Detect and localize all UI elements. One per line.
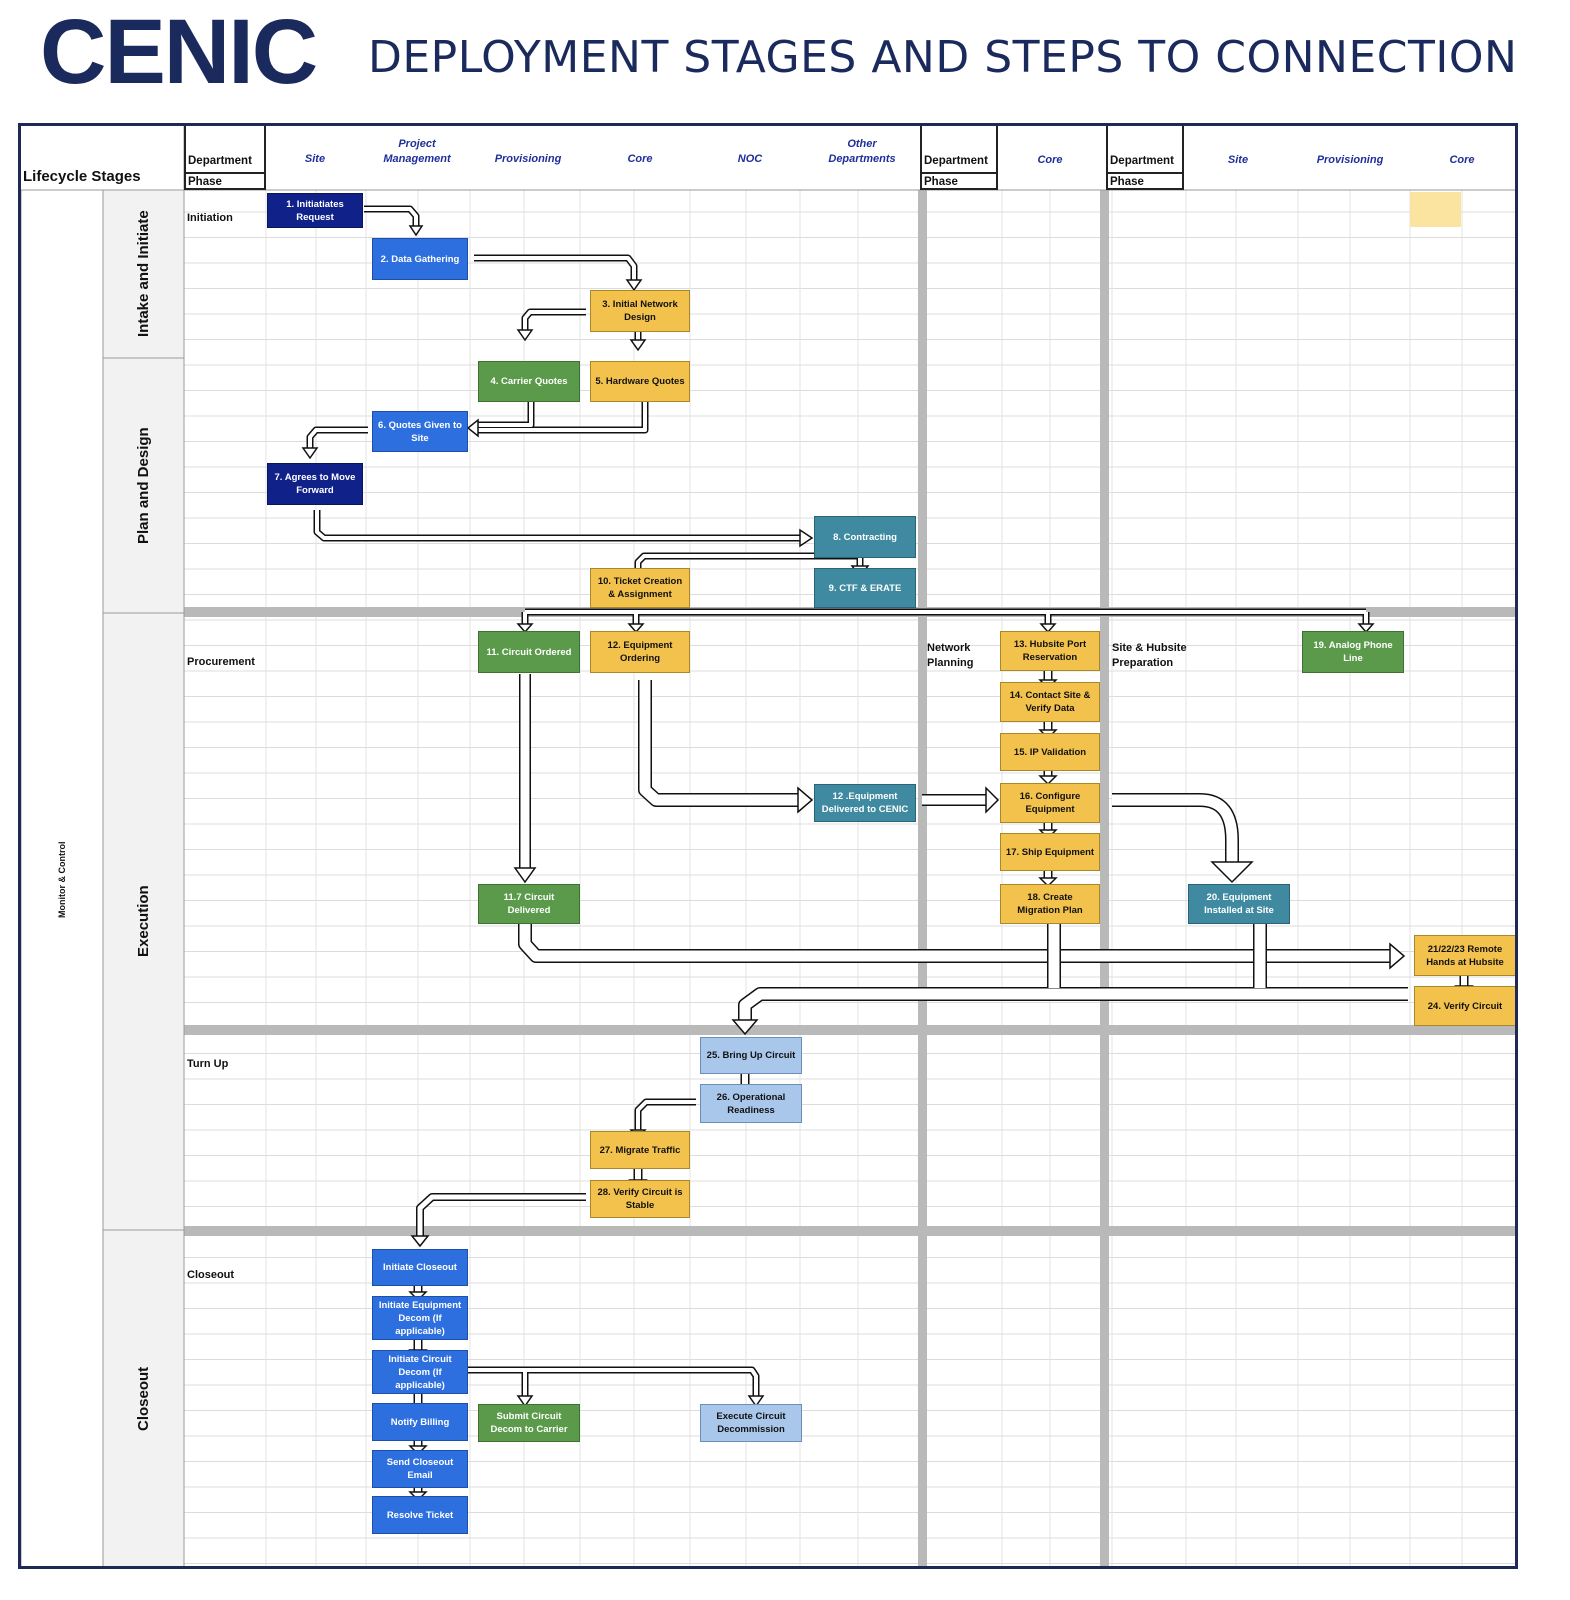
step-4-carrier-quotes: 4. Carrier Quotes: [478, 361, 580, 402]
step-21-23-remote-hands: 21/22/23 Remote Hands at Hubsite: [1414, 935, 1516, 976]
closeout-initiate-circuit-decom: Initiate Circuit Decom (If applicable): [372, 1350, 468, 1394]
step-26-operational-readiness: 26. Operational Readiness: [700, 1084, 802, 1123]
column-header-project-management: Project Management: [383, 138, 451, 165]
step-2-data-gathering: 2. Data Gathering: [372, 238, 468, 280]
step-9-ctf-erate: 9. CTF & ERATE: [814, 568, 916, 608]
arrowhead: [408, 225, 424, 237]
diagram-frame: [18, 123, 1518, 1569]
step-24-verify-circuit: 24. Verify Circuit: [1414, 986, 1516, 1026]
phase-label: Phase: [188, 176, 222, 188]
phase-label: Phase: [924, 176, 958, 188]
arrowhead: [985, 786, 1000, 814]
phase-label: Phase: [1110, 176, 1144, 188]
cenic-logo: CENIC: [40, 6, 340, 98]
step-12-equipment-delivered: 12 .Equipment Delivered to CENIC: [814, 784, 916, 822]
column-header-provisioning-2: Provisioning: [1316, 154, 1384, 166]
arrowhead: [797, 786, 814, 814]
arrowhead: [301, 447, 319, 460]
step-14-contact-site: 14. Contact Site & Verify Data: [1000, 682, 1100, 722]
lifecycle-stages-label: Lifecycle Stages: [23, 168, 141, 185]
column-header-provisioning: Provisioning: [494, 153, 562, 165]
step-6-quotes-given-to-site: 6. Quotes Given to Site: [372, 411, 468, 452]
column-header-core: Core: [627, 153, 653, 165]
closeout-initiate-equipment-decom: Initiate Equipment Decom (If applicable): [372, 1296, 468, 1340]
step-16-configure-equipment: 16. Configure Equipment: [1000, 783, 1100, 823]
phase-network-planning: Network Planning: [927, 642, 974, 669]
step-3-initial-network-design: 3. Initial Network Design: [590, 290, 690, 332]
arrowhead: [1038, 877, 1058, 888]
department-label: Department: [924, 155, 988, 167]
phase-closeout: Closeout: [187, 1269, 235, 1281]
step-25-bring-up-circuit: 25. Bring Up Circuit: [700, 1037, 802, 1074]
department-label: Department: [1110, 155, 1174, 167]
arrowhead: [1389, 942, 1406, 970]
step-10-ticket-creation: 10. Ticket Creation & Assignment: [590, 568, 690, 608]
arrowhead: [516, 623, 534, 634]
column-header-site: Site: [304, 153, 326, 165]
step-19-analog-phone-line: 19. Analog Phone Line: [1302, 631, 1404, 673]
step-1-initiates-request: 1. Initiatiates Request: [267, 193, 363, 228]
page-title: DEPLOYMENT STAGES AND STEPS TO CONNECTIO…: [368, 32, 1518, 83]
step-7-agrees-to-move-forward: 7. Agrees to Move Forward: [267, 463, 363, 505]
step-20-equipment-installed: 20. Equipment Installed at Site: [1188, 884, 1290, 924]
arrowhead: [627, 623, 645, 634]
arrowhead: [466, 418, 479, 438]
logo-text: CENIC: [40, 1, 318, 103]
arrowhead: [747, 1395, 765, 1408]
column-header-noc: NOC: [737, 153, 763, 165]
arrowhead: [1357, 623, 1375, 634]
step-11-7-circuit-delivered: 11.7 Circuit Delivered: [478, 884, 580, 924]
closeout-resolve-ticket: Resolve Ticket: [372, 1496, 468, 1534]
department-label: Department: [188, 155, 252, 167]
phase-turn-up: Turn Up: [187, 1058, 229, 1070]
arrowhead: [410, 1235, 430, 1248]
arrowhead: [625, 279, 643, 292]
arrowhead: [1210, 861, 1254, 884]
step-18-create-migration-plan: 18. Create Migration Plan: [1000, 884, 1100, 924]
arrowhead: [731, 1019, 759, 1036]
arrowhead: [516, 1395, 534, 1408]
closeout-execute-circuit-decommission: Execute Circuit Decommission: [700, 1404, 802, 1442]
arrowhead: [799, 528, 814, 548]
step-5-hardware-quotes: 5. Hardware Quotes: [590, 361, 690, 402]
step-12-equipment-ordering: 12. Equipment Ordering: [590, 631, 690, 673]
closeout-send-email: Send Closeout Email: [372, 1450, 468, 1488]
step-27-migrate-traffic: 27. Migrate Traffic: [590, 1131, 690, 1169]
column-header-core-2: Core: [1037, 154, 1063, 166]
arrowhead: [513, 867, 537, 884]
arrowhead: [516, 329, 534, 342]
department-phase-header-3: Department Phase: [1106, 123, 1184, 190]
step-8-contracting: 8. Contracting: [814, 516, 916, 558]
department-phase-header-2: Department Phase: [920, 123, 998, 190]
column-header-site-2: Site: [1227, 154, 1249, 166]
closeout-initiate: Initiate Closeout: [372, 1249, 468, 1286]
closeout-notify-billing: Notify Billing: [372, 1403, 468, 1441]
phase-procurement: Procurement: [187, 656, 255, 668]
closeout-submit-circuit-decom: Submit Circuit Decom to Carrier: [478, 1404, 580, 1442]
column-header-other-departments: Other Departments: [828, 138, 896, 165]
arrowhead: [1039, 623, 1057, 634]
column-header-core-3: Core: [1449, 154, 1475, 166]
step-15-ip-validation: 15. IP Validation: [1000, 733, 1100, 771]
phase-site-hubsite-preparation: Site & Hubsite Preparation: [1112, 642, 1187, 669]
step-11-circuit-ordered: 11. Circuit Ordered: [478, 631, 580, 673]
arrowhead: [629, 339, 647, 352]
arrowhead: [1038, 775, 1058, 786]
department-phase-header-1: Department Phase: [184, 123, 266, 190]
phase-initiation: Initiation: [187, 212, 233, 224]
step-13-hubsite-port-reservation: 13. Hubsite Port Reservation: [1000, 631, 1100, 671]
step-28-verify-circuit-stable: 28. Verify Circuit is Stable: [590, 1180, 690, 1218]
step-17-ship-equipment: 17. Ship Equipment: [1000, 833, 1100, 871]
